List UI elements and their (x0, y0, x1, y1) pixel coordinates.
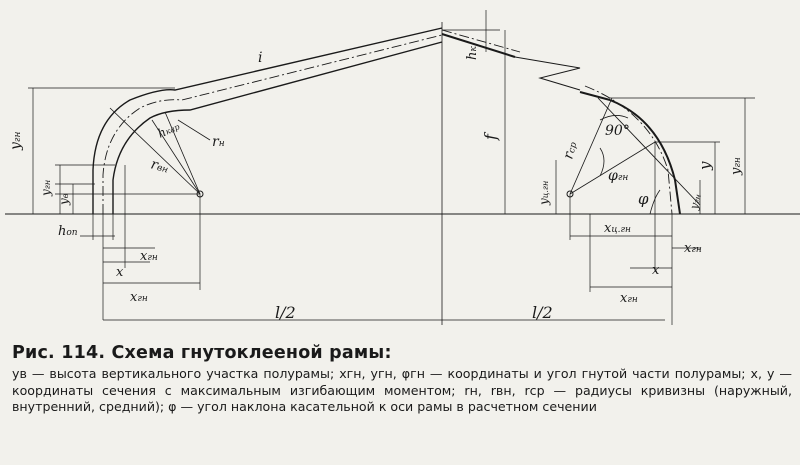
radius-rn (109, 107, 201, 195)
label-ygn-right: yгн (729, 157, 744, 176)
radius-hkar (164, 111, 201, 195)
left-frame-outer (92, 27, 443, 214)
right-break (514, 56, 581, 91)
label-hkar: hкар (155, 119, 181, 141)
rn-leader (177, 119, 211, 141)
caption-title: Рис. 114. Схема гнутоклееной рамы: (12, 343, 392, 363)
label-xgn1: xгн (140, 249, 158, 264)
angle-90-arc (599, 115, 629, 121)
tangent-line (597, 97, 701, 206)
label-ygn-small: yгн (39, 180, 53, 197)
label-y-right: y (696, 161, 714, 171)
label-xgn-r2: xгн (620, 291, 638, 306)
label-phi: φ (638, 190, 649, 208)
figure-caption: Рис. 114. Схема гнутоклееной рамы: yв — … (12, 343, 792, 416)
label-ycgn: yц.гн (537, 181, 551, 206)
radius-phi (569, 141, 656, 195)
right-frame-outer (579, 91, 611, 101)
label-90: 90° (605, 123, 630, 139)
label-yv: yв (57, 193, 71, 206)
left-frame-inner (112, 41, 443, 214)
label-ygn-right2: yгн (687, 192, 704, 211)
label-rvn: rвн (149, 156, 170, 176)
label-i: i (258, 50, 262, 66)
label-x-r: x (652, 263, 660, 278)
label-xcgn: xц.гн (604, 221, 631, 236)
label-half-span-left: l/2 (275, 303, 296, 322)
right-frame-top (441, 33, 516, 58)
radius-rsr (569, 97, 613, 195)
label-rn: rн (212, 134, 225, 150)
phi-arc (649, 189, 661, 215)
label-xgn-r1: xгн (684, 241, 702, 256)
label-rsr: rср (560, 140, 580, 161)
frame-diagram: yгн yгн yв hоп xгн x xгн l/2 l/2 i hкар … (5, 10, 800, 325)
label-half-span-right: l/2 (532, 303, 553, 322)
right-frame-axis (441, 29, 673, 215)
label-ygn-left: yгн (8, 132, 24, 151)
label-hop: hоп (58, 224, 78, 239)
left-frame-axis (102, 34, 443, 214)
caption-text: yв — высота вертикального участка полура… (12, 366, 792, 414)
label-x1: x (116, 265, 124, 280)
phi-gn-arc (599, 147, 605, 177)
radius-rvn (151, 119, 201, 195)
label-xgn2: xгн (130, 290, 148, 305)
label-phi-gn: φгн (608, 168, 628, 184)
label-f: f (481, 131, 500, 141)
label-hk: hк (465, 46, 480, 60)
